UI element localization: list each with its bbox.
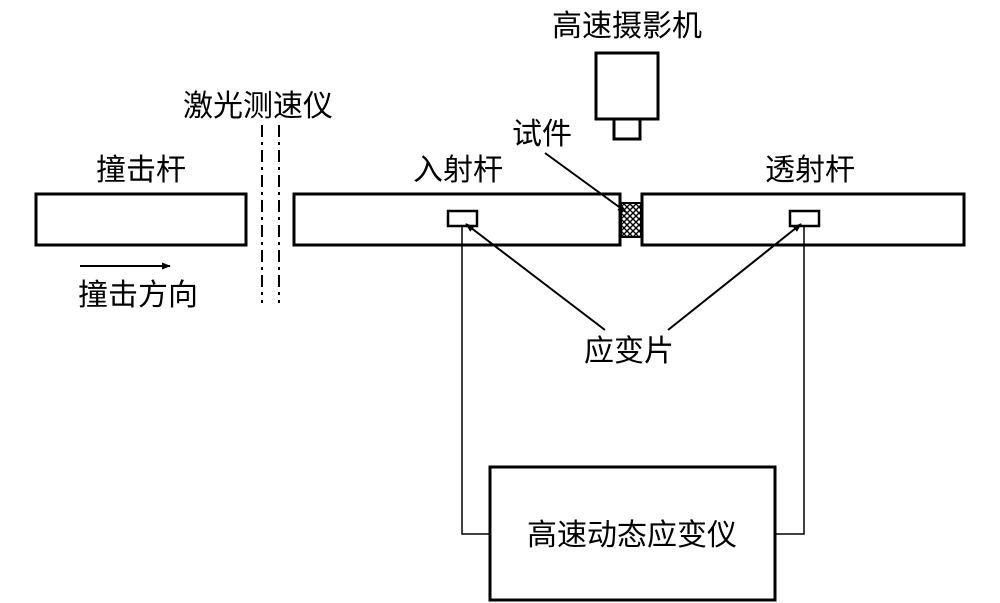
wire-transmission-gauge	[775, 226, 805, 535]
dynamic-strain-meter-label: 高速动态应变仪	[527, 518, 737, 553]
camera-lens	[612, 117, 642, 141]
strain-gauge-label: 应变片	[584, 334, 674, 369]
transmission-bar-label: 透射杆	[765, 153, 855, 188]
striker-bar	[34, 192, 248, 247]
high-speed-camera	[594, 51, 660, 141]
impact-direction-label: 撞击方向	[78, 278, 198, 313]
strain-gauge-arrow-left	[465, 223, 606, 331]
strain-gauge-transmission	[788, 209, 821, 228]
strain-gauge-incident	[446, 209, 479, 228]
laser-velocimeter-beams	[261, 125, 280, 303]
specimen	[620, 202, 642, 238]
strain-gauge-arrow-right	[667, 223, 802, 331]
specimen-label: 试件	[512, 117, 572, 152]
specimen-pointer-arrow	[544, 152, 627, 213]
camera-body	[594, 51, 660, 121]
dynamic-strain-meter	[488, 465, 777, 602]
laser-velocimeter-label: 激光测速仪	[183, 89, 333, 124]
wire-incident-gauge	[461, 226, 490, 535]
striker-bar-label: 撞击杆	[96, 153, 186, 188]
camera-label: 高速摄影机	[552, 9, 702, 44]
incident-bar-label: 入射杆	[413, 153, 503, 188]
